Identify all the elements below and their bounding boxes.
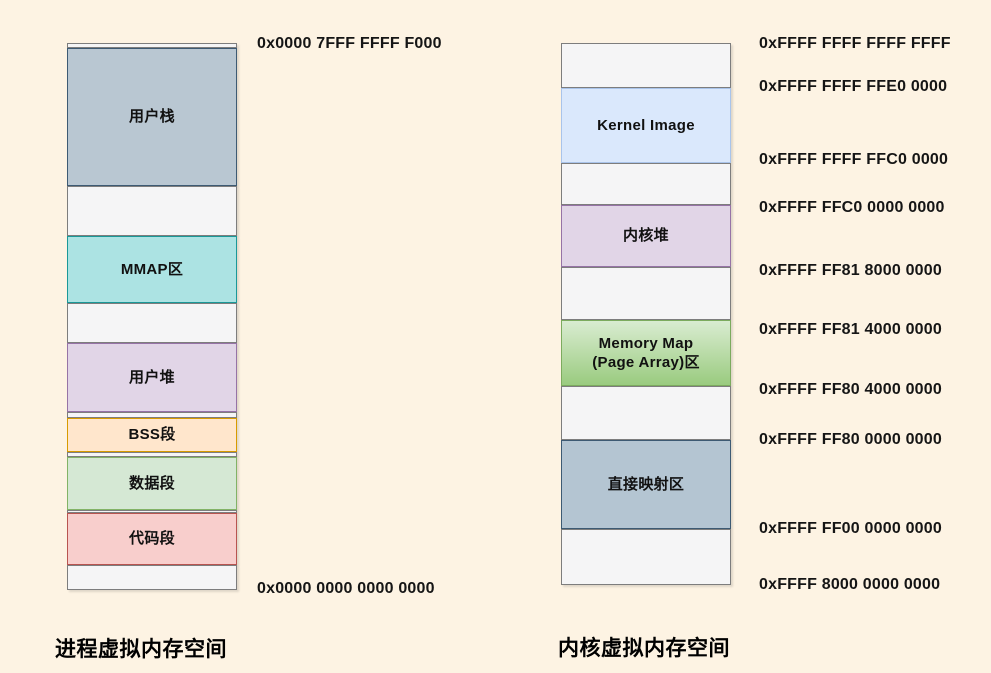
segment-label: 数据段 xyxy=(129,474,175,492)
kernel-space-title: 内核虚拟内存空间 xyxy=(558,637,730,660)
segment-bss: BSS段 xyxy=(67,418,237,452)
segment-kernel-heap: 内核堆 xyxy=(561,205,731,267)
segment-label: 用户堆 xyxy=(129,368,175,386)
segment-label: 代码段 xyxy=(129,530,175,548)
segment-label: 内核堆 xyxy=(623,227,669,245)
segment-label: 直接映射区 xyxy=(607,475,685,493)
address-label-kernel-1: 0xFFFF FFFF FFE0 0000 xyxy=(759,78,948,95)
address-label-kernel-4: 0xFFFF FF81 8000 0000 xyxy=(759,262,942,279)
segment-user-heap: 用户堆 xyxy=(67,343,237,412)
address-label-process-bottom: 0x0000 0000 0000 0000 xyxy=(257,580,435,597)
process-memory-column: 用户栈 MMAP区 用户堆 BSS段 数据段 代码段 xyxy=(67,0,237,673)
segment-label: Kernel Image xyxy=(597,116,695,134)
address-label-kernel-9: 0xFFFF 8000 0000 0000 xyxy=(759,576,941,593)
segment-code: 代码段 xyxy=(67,513,237,565)
unused-region-block xyxy=(561,43,731,88)
spacer-block xyxy=(67,412,237,418)
address-label-kernel-3: 0xFFFF FFC0 0000 0000 xyxy=(759,199,945,216)
unused-region-block xyxy=(67,565,237,590)
segment-data: 数据段 xyxy=(67,457,237,510)
address-label-kernel-0: 0xFFFF FFFF FFFF FFFF xyxy=(759,35,951,52)
spacer-block xyxy=(67,510,237,513)
unused-region-block xyxy=(561,386,731,440)
unused-region-block xyxy=(561,267,731,320)
segment-kernel-image: Kernel Image xyxy=(561,88,731,163)
address-label-process-top: 0x0000 7FFF FFFF F000 xyxy=(257,35,442,52)
segment-user-stack: 用户栈 xyxy=(67,48,237,186)
segment-label: Memory Map (Page Array)区 xyxy=(592,334,700,372)
address-label-kernel-8: 0xFFFF FF00 0000 0000 xyxy=(759,520,942,537)
unused-region-block xyxy=(67,303,237,343)
segment-mmap: MMAP区 xyxy=(67,236,237,303)
unused-region-block xyxy=(561,163,731,205)
segment-label: MMAP区 xyxy=(120,260,184,278)
segment-direct-mapping: 直接映射区 xyxy=(561,440,731,529)
segment-memory-map-page-array: Memory Map (Page Array)区 xyxy=(561,320,731,386)
segment-label: BSS段 xyxy=(128,426,176,444)
address-label-kernel-5: 0xFFFF FF81 4000 0000 xyxy=(759,321,942,338)
kernel-memory-column: Kernel Image 内核堆 Memory Map (Page Array)… xyxy=(561,0,731,673)
unused-region-block xyxy=(67,186,237,236)
address-label-kernel-7: 0xFFFF FF80 0000 0000 xyxy=(759,431,942,448)
process-space-title: 进程虚拟内存空间 xyxy=(55,638,227,661)
spacer-block xyxy=(67,43,237,48)
address-label-kernel-2: 0xFFFF FFFF FFC0 0000 xyxy=(759,151,949,168)
segment-label: 用户栈 xyxy=(129,108,175,126)
address-label-kernel-6: 0xFFFF FF80 4000 0000 xyxy=(759,381,942,398)
spacer-block xyxy=(67,452,237,457)
unused-region-block xyxy=(561,529,731,585)
